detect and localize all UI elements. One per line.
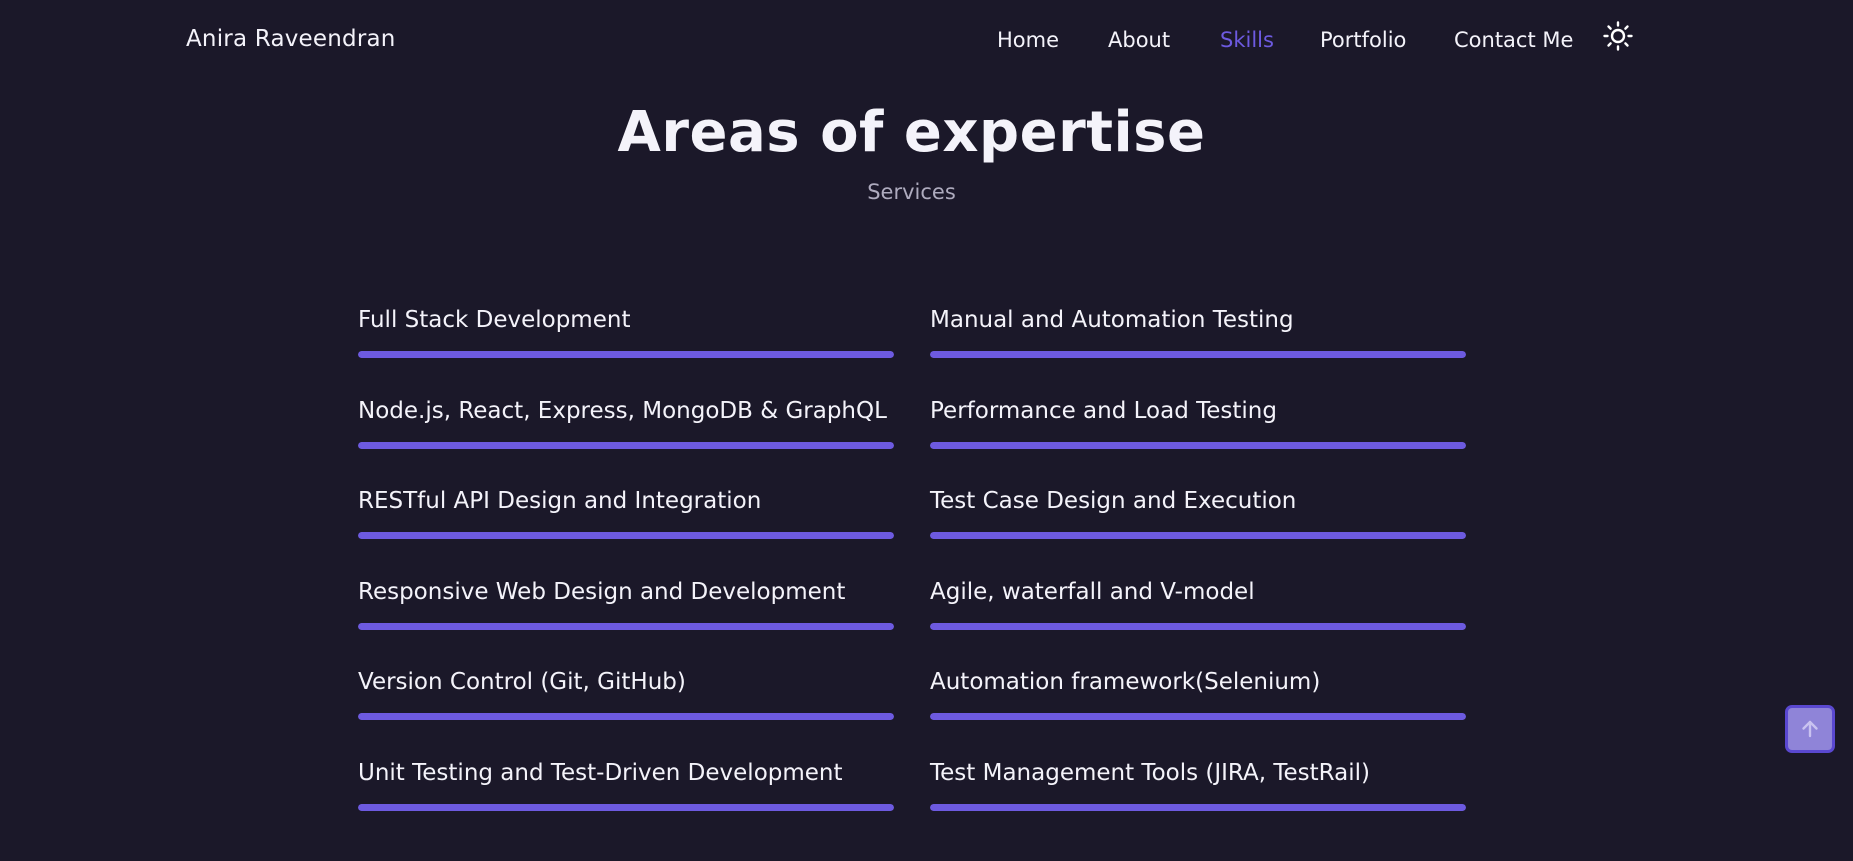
skill-item: Performance and Load Testing [930,394,1466,485]
skill-name: Test Management Tools (JIRA, TestRail) [930,759,1370,786]
skill-item: Automation framework(Selenium) [930,665,1466,756]
site-logo[interactable]: Anira Raveendran [186,26,396,52]
skill-progress-bar [358,351,894,358]
skill-item: Test Management Tools (JIRA, TestRail) [930,756,1466,847]
sun-icon[interactable] [1603,21,1633,51]
skill-item: Unit Testing and Test-Driven Development [358,756,894,847]
skill-progress-bar [930,622,1466,630]
skill-progress-bar [358,713,894,720]
skill-progress-bar [930,803,1466,811]
skill-progress-fill [358,351,894,358]
nav-portfolio[interactable]: Portfolio [1320,28,1407,52]
nav-home[interactable]: Home [997,28,1060,52]
skill-progress-bar [930,532,1466,539]
skill-name: RESTful API Design and Integration [358,488,762,514]
skill-progress-fill [930,622,1466,630]
skill-progress-bar [358,803,894,811]
skill-progress-fill [930,532,1466,539]
skill-item: Node.js, React, Express, MongoDB & Graph… [358,394,894,485]
skill-progress-fill [358,803,894,811]
skill-name: Node.js, React, Express, MongoDB & Graph… [358,397,887,424]
site-header: Anira Raveendran Home About Skills Portf… [0,0,1853,80]
skill-name: Unit Testing and Test-Driven Development [358,759,843,786]
skill-item: Responsive Web Design and Development [358,575,894,666]
skill-item: RESTful API Design and Integration [358,484,894,575]
skill-item: Agile, waterfall and V-model [930,575,1466,666]
nav-contact[interactable]: Contact Me [1454,28,1574,52]
skill-progress-fill [358,441,894,449]
skill-name: Manual and Automation Testing [930,307,1294,333]
main-nav: Home About Skills Portfolio Contact Me [0,28,1853,58]
skill-name: Automation framework(Selenium) [930,669,1321,695]
nav-skills[interactable]: Skills [1220,28,1274,52]
skill-progress-fill [358,532,894,539]
skill-name: Agile, waterfall and V-model [930,578,1255,605]
skill-progress-bar [358,622,894,630]
skill-progress-bar [930,713,1466,720]
skill-item: Manual and Automation Testing [930,303,1466,394]
skill-name: Test Case Design and Execution [930,488,1297,514]
skill-progress-fill [930,351,1466,358]
skill-progress-bar [930,351,1466,358]
skill-progress-fill [930,441,1466,449]
skill-progress-bar [930,441,1466,449]
skill-progress-fill [358,713,894,720]
skill-progress-bar [358,441,894,449]
section-title: Areas of expertise [617,100,1206,165]
skill-name: Full Stack Development [358,307,631,333]
skills-list: Full Stack Development Manual and Automat… [358,303,1466,846]
nav-about[interactable]: About [1108,28,1171,52]
skill-progress-fill [358,622,894,630]
skill-progress-fill [930,713,1466,720]
skill-item: Full Stack Development [358,303,894,394]
arrow-up-icon [1802,720,1818,738]
section-subtitle: Services [867,180,956,204]
skill-name: Responsive Web Design and Development [358,578,846,605]
skill-name: Performance and Load Testing [930,397,1277,424]
skill-item: Test Case Design and Execution [930,484,1466,575]
skill-progress-bar [358,532,894,539]
skill-item: Version Control (Git, GitHub) [358,665,894,756]
skill-progress-fill [930,803,1466,811]
scroll-to-top-button[interactable] [1785,705,1835,753]
skill-name: Version Control (Git, GitHub) [358,669,686,695]
